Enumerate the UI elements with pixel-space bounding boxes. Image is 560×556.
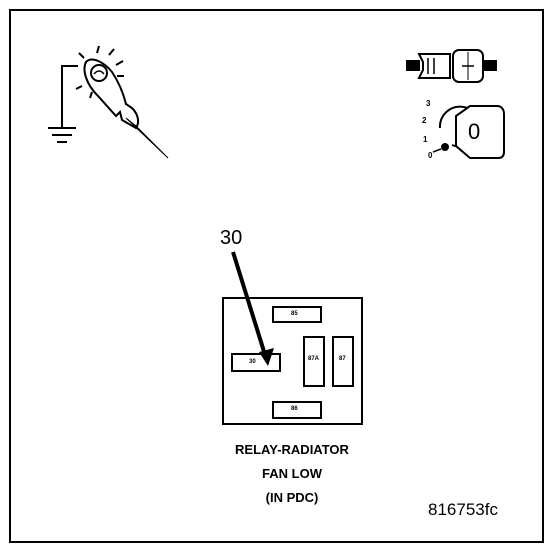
diagram-frame	[9, 9, 544, 543]
terminal-30-label: 30	[249, 359, 256, 365]
caption-line-3: (IN PDC)	[265, 490, 319, 505]
callout-arrow	[231, 251, 274, 366]
ignition-key-icon	[432, 105, 505, 159]
terminal-86-label: 86	[291, 406, 298, 412]
ignition-position-0: 0	[428, 151, 433, 160]
terminal-87-slot	[332, 336, 354, 387]
terminal-85-slot	[272, 306, 322, 323]
caption-line-1: RELAY-RADIATOR	[235, 442, 349, 457]
ignition-position-3: 3	[426, 99, 431, 108]
ignition-position-1: 1	[423, 135, 428, 144]
ignition-position-2: 2	[422, 116, 427, 125]
terminal-85-label: 85	[291, 311, 298, 317]
caption-line-2: FAN LOW	[262, 466, 322, 481]
terminal-30-slot	[231, 353, 281, 372]
terminal-86-slot	[272, 401, 322, 419]
figure-id: 816753fc	[428, 500, 498, 519]
test-light-probe-icon	[48, 45, 169, 159]
terminal-87-label: 87	[339, 356, 346, 362]
terminal-87a-slot	[303, 336, 325, 387]
callout-number: 30	[220, 227, 243, 249]
terminal-87a-label: 87A	[308, 356, 320, 362]
connector-icon	[406, 49, 497, 83]
key-position-label: 0	[468, 119, 481, 144]
relay-body	[222, 297, 363, 425]
